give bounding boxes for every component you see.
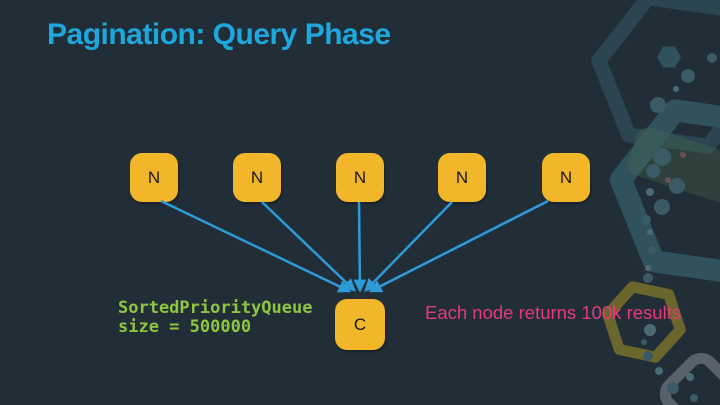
worker-node-box-2: N [233,153,281,202]
hexagon-outline-top-icon [591,0,720,154]
worker-node-label: N [353,167,367,187]
green-band-decoration [628,127,720,205]
bubble-dots-decoration [641,53,717,402]
queue-annotation-line2: size = 500000 [118,317,252,337]
worker-node-box-1: N [130,153,178,202]
worker-node-label: N [559,167,573,187]
hexagon-outline-mid-icon [609,99,720,285]
coordinator-node-label: C [353,314,367,334]
worker-node-label: N [455,167,469,187]
small-hexagon-icon [657,46,681,68]
worker-node-label: N [250,167,264,187]
queue-annotation-line1: SortedPriorityQueue [118,298,313,318]
coordinator-node-box: C [335,299,385,350]
node-results-note: Each node returns 100k results [425,302,682,323]
worker-node-label: N [147,167,161,187]
worker-node-box-5: N [542,153,590,202]
diamond-outline-icon [659,352,720,405]
hexagon-outline-olive-icon [602,281,686,363]
slide-title: Pagination: Query Phase [47,18,391,51]
queue-annotation: SortedPriorityQueue size = 500000 [118,299,312,337]
worker-node-box-3: N [336,153,384,202]
worker-node-box-4: N [438,153,486,202]
